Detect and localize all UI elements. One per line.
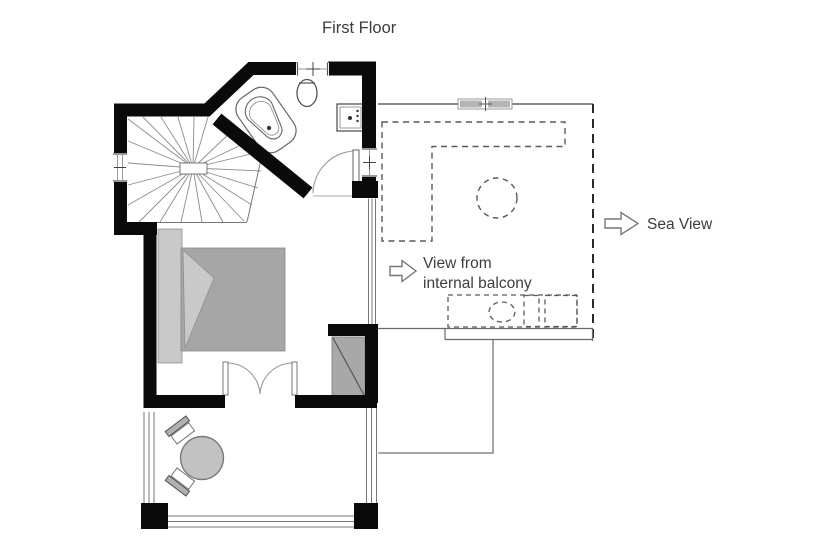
wall-blocks: [141, 181, 378, 529]
sink: [336, 103, 365, 132]
dashed-fixture-small: [523, 294, 540, 328]
bathroom: [235, 78, 365, 197]
terrace-chair-2: [164, 467, 196, 497]
sea-view-label: Sea View: [647, 216, 713, 233]
bathtub-drain: [266, 125, 272, 131]
void-table-dashed: [476, 177, 518, 219]
sea-view-arrow-icon: [604, 211, 640, 236]
lower-roof-outline: [380, 340, 494, 454]
bedroom: [157, 198, 376, 397]
balcony-view-label-line1: View from: [423, 255, 492, 272]
toilet: [296, 78, 318, 108]
wardrobe-diagonal: [332, 337, 365, 396]
lower-floor-fixtures-dashed: [447, 294, 578, 328]
stair-treads: [127, 116, 262, 223]
window-bathroom-right: [362, 148, 377, 177]
staircase: [127, 116, 263, 223]
wall-door-stub: [352, 181, 378, 198]
stair-landing: [179, 162, 208, 175]
terrace-table: [179, 435, 225, 481]
terrace-railing: [143, 408, 377, 528]
bathtub: [235, 86, 297, 154]
wall-bathroom-topright: [328, 61, 376, 148]
bed-headboard: [157, 228, 183, 364]
void-outline-dashed: [381, 121, 566, 242]
balcony-view-arrow-icon: [389, 259, 418, 283]
wall-stairs: [114, 62, 297, 235]
double-door: [222, 361, 298, 396]
wall-interior-diagonal: [212, 113, 313, 199]
balcony-view-label-line2: internal balcony: [423, 275, 532, 292]
wall-closet-right: [365, 324, 378, 403]
windows: [113, 62, 377, 182]
window-bathroom-top: [296, 62, 329, 76]
blanket-fold: [182, 249, 215, 349]
terrace: [143, 408, 493, 528]
terrace-post-left: [141, 503, 168, 529]
terrace-post-right: [354, 503, 378, 529]
wall-bedroom-left-bottom: [143, 229, 225, 408]
dashed-room-outline: [447, 294, 578, 328]
page-title: First Floor: [322, 19, 397, 37]
window-stairs-left: [113, 153, 127, 182]
bathroom-door: [312, 149, 360, 197]
dashed-fixture-round: [488, 301, 516, 323]
walls: [114, 61, 377, 408]
dashed-fixture-wide: [544, 294, 578, 328]
void-window: [457, 97, 513, 111]
glazed-wall: [368, 198, 376, 324]
lower-ledge-lines: [373, 327, 594, 454]
terrace-chair-1: [164, 415, 196, 445]
